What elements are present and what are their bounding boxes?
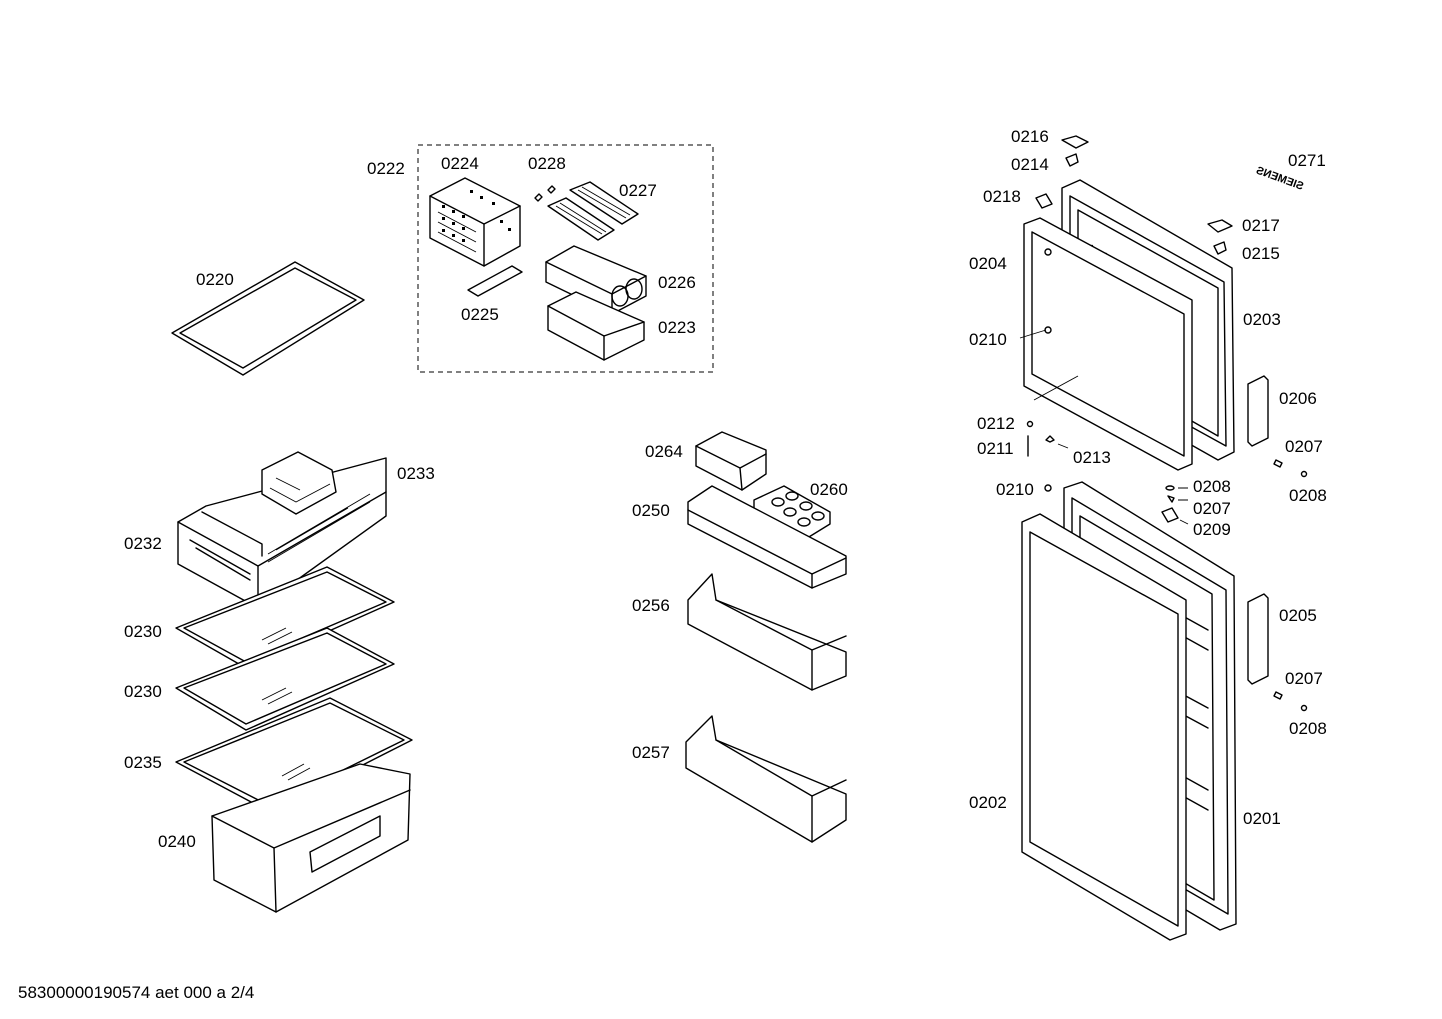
label-0223: 0223 [658, 318, 696, 337]
hinge-0205 [1247, 593, 1269, 685]
ice-tray-holder-0224 [429, 177, 521, 267]
hinge-block-0209 [1161, 507, 1179, 523]
small-parts-top [1026, 135, 1308, 712]
label-0209: 0209 [1193, 520, 1231, 539]
label-0208-a: 0208 [1289, 486, 1327, 505]
label-0212: 0212 [977, 414, 1015, 433]
hinge-pin-0215 [1213, 241, 1227, 255]
ice-bucket-0223 [547, 291, 645, 361]
label-0202: 0202 [969, 793, 1007, 812]
label-0207-a: 0207 [1285, 437, 1323, 456]
label-0216: 0216 [1011, 127, 1049, 146]
label-0220: 0220 [196, 270, 234, 289]
drawer-0232 [177, 457, 387, 609]
label-0204: 0204 [969, 254, 1007, 273]
label-0271: 0271 [1288, 151, 1326, 170]
label-0240: 0240 [158, 832, 196, 851]
label-0201: 0201 [1243, 809, 1281, 828]
label-0213: 0213 [1073, 448, 1111, 467]
label-0233: 0233 [397, 464, 435, 483]
label-0214: 0214 [1011, 155, 1049, 174]
document-footer-id: 58300000190574 aet 000 a 2/4 [18, 983, 255, 1002]
label-0235: 0235 [124, 753, 162, 772]
label-0208-b: 0208 [1193, 477, 1231, 496]
clips-0228 [534, 185, 556, 202]
label-0250: 0250 [632, 501, 670, 520]
drawer-divider-0233 [261, 451, 337, 515]
label-0224: 0224 [441, 154, 479, 173]
shelf-frame-0220 [171, 261, 365, 376]
fridge-door-seal-0202 [1021, 513, 1187, 941]
label-0206: 0206 [1279, 389, 1317, 408]
label-0232: 0232 [124, 534, 162, 553]
label-0210-bottom: 0210 [996, 480, 1034, 499]
ice-tray-assembly-group [417, 144, 714, 373]
cover-0218 [1035, 193, 1053, 209]
label-0222: 0222 [367, 159, 405, 178]
label-0217: 0217 [1242, 216, 1280, 235]
glass-shelf-0235 [175, 697, 413, 813]
label-0227: 0227 [619, 181, 657, 200]
label-0230-a: 0230 [124, 622, 162, 641]
label-0205: 0205 [1279, 606, 1317, 625]
door-bin-0257 [685, 715, 847, 843]
label-0230-b: 0230 [124, 682, 162, 701]
freezer-door-seal-0204 [1023, 217, 1193, 471]
label-0226: 0226 [658, 273, 696, 292]
glass-shelf-0230-a [175, 566, 395, 669]
label-0264: 0264 [645, 442, 683, 461]
crisper-box-0240 [211, 763, 411, 913]
label-0207-b: 0207 [1193, 499, 1231, 518]
label-0257: 0257 [632, 743, 670, 762]
ice-bucket-frame-0226 [545, 245, 647, 315]
label-0228: 0228 [528, 154, 566, 173]
label-0225: 0225 [461, 305, 499, 324]
label-0215: 0215 [1242, 244, 1280, 263]
hinge-0206 [1247, 375, 1269, 447]
door-bin-0256 [687, 573, 847, 691]
glass-shelf-0230-b [175, 627, 395, 731]
cap-0217 [1207, 219, 1233, 233]
butter-lid-0264 [695, 431, 767, 491]
label-0203: 0203 [1243, 310, 1281, 329]
label-0260: 0260 [810, 480, 848, 499]
leader-lines [1019, 329, 1189, 525]
label-0207-c: 0207 [1285, 669, 1323, 688]
label-0210-top: 0210 [969, 330, 1007, 349]
label-0211: 0211 [977, 439, 1014, 458]
label-0208-c: 0208 [1289, 719, 1327, 738]
label-0218: 0218 [983, 187, 1021, 206]
cap-0216 [1061, 135, 1089, 149]
hinge-pin-0214 [1065, 153, 1079, 167]
door-bin-0250 [687, 485, 847, 589]
label-0256: 0256 [632, 596, 670, 615]
label-strip-0225 [467, 265, 523, 297]
ice-trays-0227 [547, 181, 639, 241]
